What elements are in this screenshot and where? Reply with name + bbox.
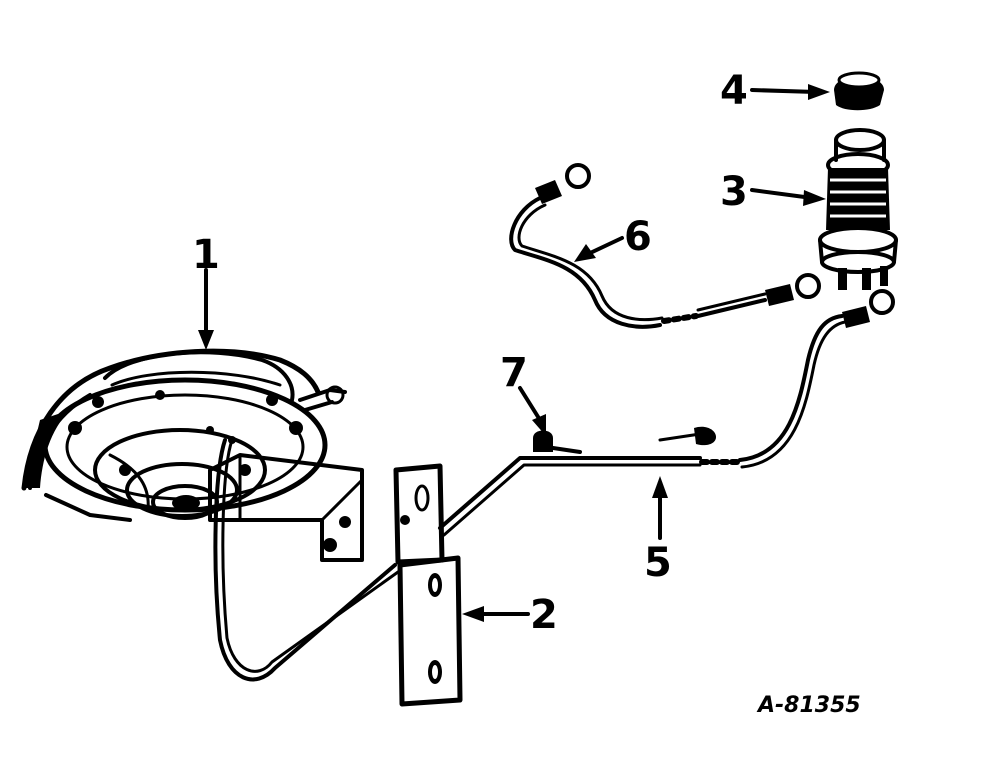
bracket-part-2: [208, 453, 463, 707]
wire-part-6: [509, 163, 821, 329]
callout-5: 5: [644, 540, 672, 586]
callout-6: 6: [624, 214, 652, 260]
callout-4: 4: [720, 68, 748, 114]
cap-part-4: [834, 71, 884, 111]
catalog-number: A-81355: [756, 693, 861, 718]
callout-2: 2: [530, 592, 558, 638]
clip-part-7: [533, 426, 716, 454]
horn-part-1: [21, 348, 347, 522]
callout-arrows: [198, 84, 830, 622]
callout-1: 1: [192, 232, 220, 278]
callout-3: 3: [720, 169, 748, 215]
horn-wire-loop: [213, 438, 400, 682]
callout-7: 7: [500, 350, 528, 396]
switch-part-3: [818, 128, 898, 290]
wire-part-5: [438, 289, 895, 537]
